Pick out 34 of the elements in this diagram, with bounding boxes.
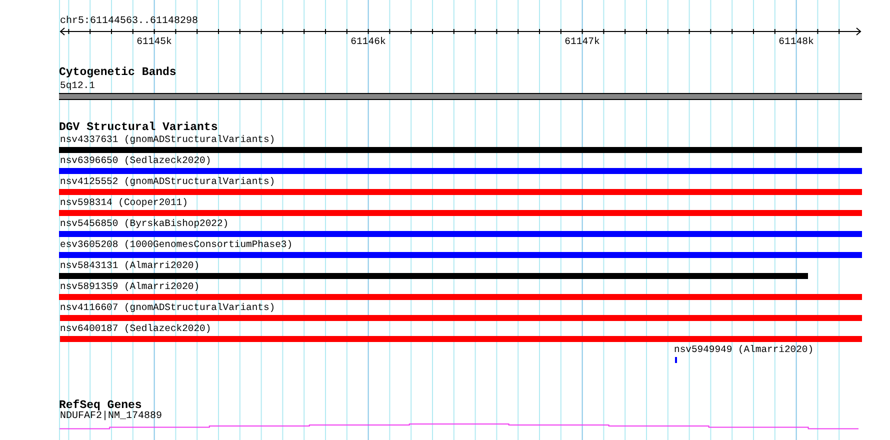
gene-label: NDUFAF2|NM_174889	[59, 411, 162, 422]
variant-label: nsv5949949 (Almarri2020)	[673, 344, 814, 355]
variant-feature	[59, 281, 862, 300]
variant-feature	[59, 323, 862, 342]
track-title: RefSeq Genes	[59, 400, 142, 411]
variant-label: nsv4125552 (gnomADStructuralVariants)	[59, 176, 276, 187]
tick-label: 61145k	[136, 36, 172, 46]
variant-label: nsv4116607 (gnomADStructuralVariants)	[59, 302, 276, 313]
track-title: DGV Structural Variants	[59, 122, 218, 133]
variant-label: nsv5891359 (Almarri2020)	[59, 281, 200, 292]
variant-feature	[59, 302, 862, 321]
variant-label: nsv598314 (Cooper2011)	[59, 197, 188, 208]
variant-feature	[59, 134, 862, 153]
variant-feature	[673, 344, 814, 363]
variant-feature	[59, 239, 862, 258]
variant-label: nsv5843131 (Almarri2020)	[59, 260, 200, 271]
gene-feature	[59, 411, 859, 431]
variant-feature	[59, 197, 862, 216]
variant-label: nsv4337631 (gnomADStructuralVariants)	[59, 134, 276, 145]
location-title: chr5:61144563..61148298	[60, 16, 198, 27]
tick-label: 61147k	[564, 36, 600, 46]
variant-feature	[59, 260, 808, 279]
track-title: Cytogenetic Bands	[59, 67, 176, 78]
variant-feature	[59, 176, 862, 195]
variant-feature	[59, 155, 862, 174]
band-label: 5q12.1	[59, 80, 95, 91]
tick-label: 61146k	[350, 36, 386, 46]
variant-label: nsv5456850 (ByrskaBishop2022)	[59, 218, 229, 229]
variant-label: esv3605208 (1000GenomesConsortiumPhase3)	[59, 239, 293, 250]
tick-label: 61148k	[778, 36, 814, 46]
cytoband-feature	[59, 80, 862, 100]
variant-label: nsv6396650 (Sedlazeck2020)	[59, 155, 212, 166]
variant-feature	[59, 218, 862, 237]
variant-label: nsv6400187 (Sedlazeck2020)	[59, 323, 212, 334]
